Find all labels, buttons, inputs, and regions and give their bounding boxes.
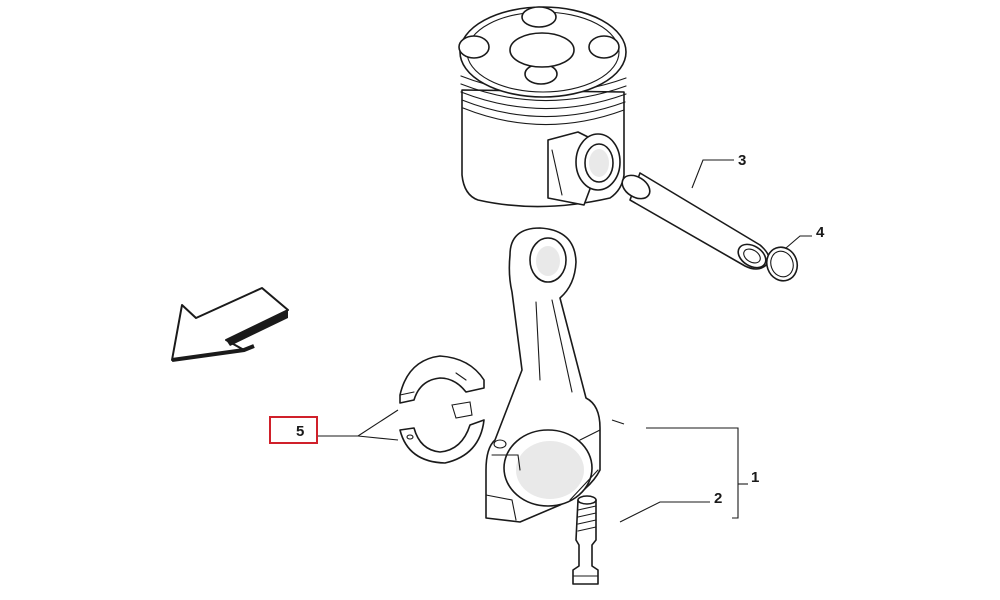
callout-5-highlight[interactable]: 5 bbox=[269, 416, 318, 444]
piston-pin[interactable] bbox=[618, 171, 770, 273]
highlight-box bbox=[269, 416, 318, 444]
callout-label-1: 1 bbox=[751, 469, 759, 486]
bearing-shell-lower[interactable] bbox=[399, 401, 485, 464]
connecting-rod[interactable] bbox=[485, 227, 601, 523]
callout-label-2: 2 bbox=[714, 490, 722, 507]
leader-lines bbox=[318, 159, 812, 523]
piston[interactable] bbox=[458, 6, 627, 208]
callout-label-5: 5 bbox=[296, 423, 304, 440]
callout-label-3: 3 bbox=[738, 152, 746, 169]
bearing-shell-upper[interactable] bbox=[399, 355, 485, 404]
callout-label-4: 4 bbox=[816, 224, 825, 241]
cap-bolt[interactable] bbox=[572, 495, 599, 585]
front-direction-arrow-icon bbox=[171, 287, 289, 362]
circlip[interactable] bbox=[762, 243, 802, 285]
